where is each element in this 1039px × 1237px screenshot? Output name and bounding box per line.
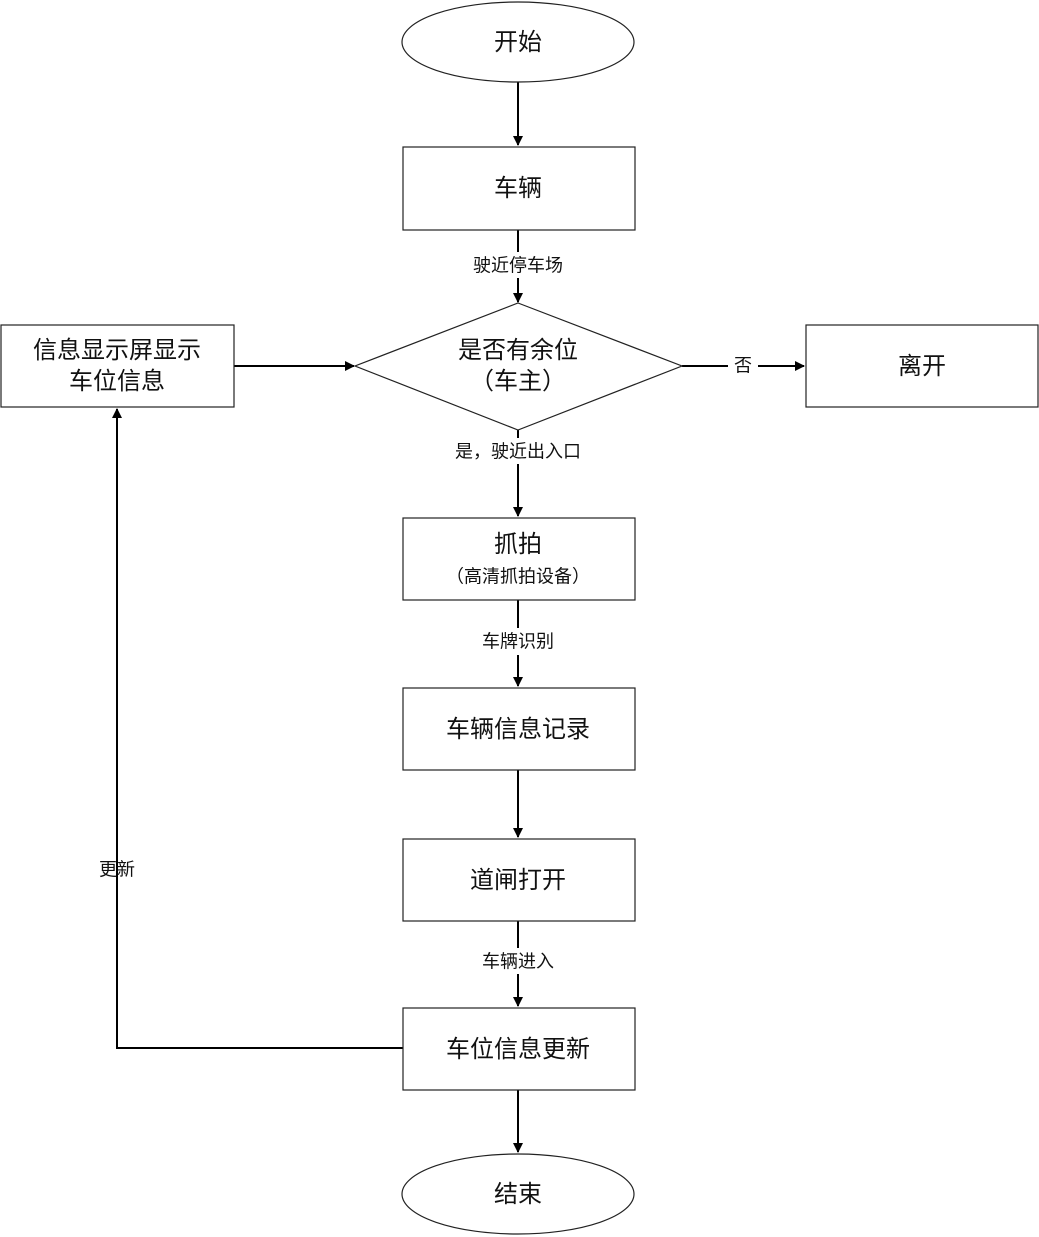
vehicle-label: 车辆 <box>494 174 542 202</box>
vehicle-node <box>402 146 636 231</box>
update-label: 车位信息更新 <box>446 1035 590 1063</box>
edge-label-refresh: 更新 <box>99 860 135 881</box>
update-node <box>402 1007 636 1091</box>
decision-label-line2: （车主） <box>470 367 566 395</box>
edge-label-yes-approach: 是，驶近出入口 <box>455 442 581 463</box>
end-node <box>401 1153 635 1235</box>
start-label: 开始 <box>494 28 542 56</box>
edge-label-no: 否 <box>734 356 752 377</box>
gate-node <box>402 838 636 922</box>
gate-label: 道闸打开 <box>470 866 566 894</box>
edge-update-display <box>112 408 403 1049</box>
edge-label-plate-recognition: 车牌识别 <box>482 632 554 653</box>
record-label: 车辆信息记录 <box>446 715 590 743</box>
leave-node <box>805 324 1039 408</box>
decision-label-line1: 是否有余位 <box>458 336 578 364</box>
start-node <box>401 1 635 83</box>
display-node <box>0 324 235 408</box>
capture-node <box>402 517 636 601</box>
edge-label-vehicle-enter: 车辆进入 <box>482 952 554 973</box>
display-label-line2: 车位信息 <box>69 367 165 395</box>
display-label-line1: 信息显示屏显示 <box>33 336 201 364</box>
capture-label-line2: （高清抓拍设备） <box>446 567 590 588</box>
leave-label: 离开 <box>898 352 946 380</box>
end-label: 结束 <box>494 1180 542 1208</box>
edge-label-approach: 驶近停车场 <box>473 256 563 277</box>
capture-label-line1: 抓拍 <box>494 530 542 558</box>
record-node <box>402 687 636 771</box>
decision-node <box>353 302 684 431</box>
